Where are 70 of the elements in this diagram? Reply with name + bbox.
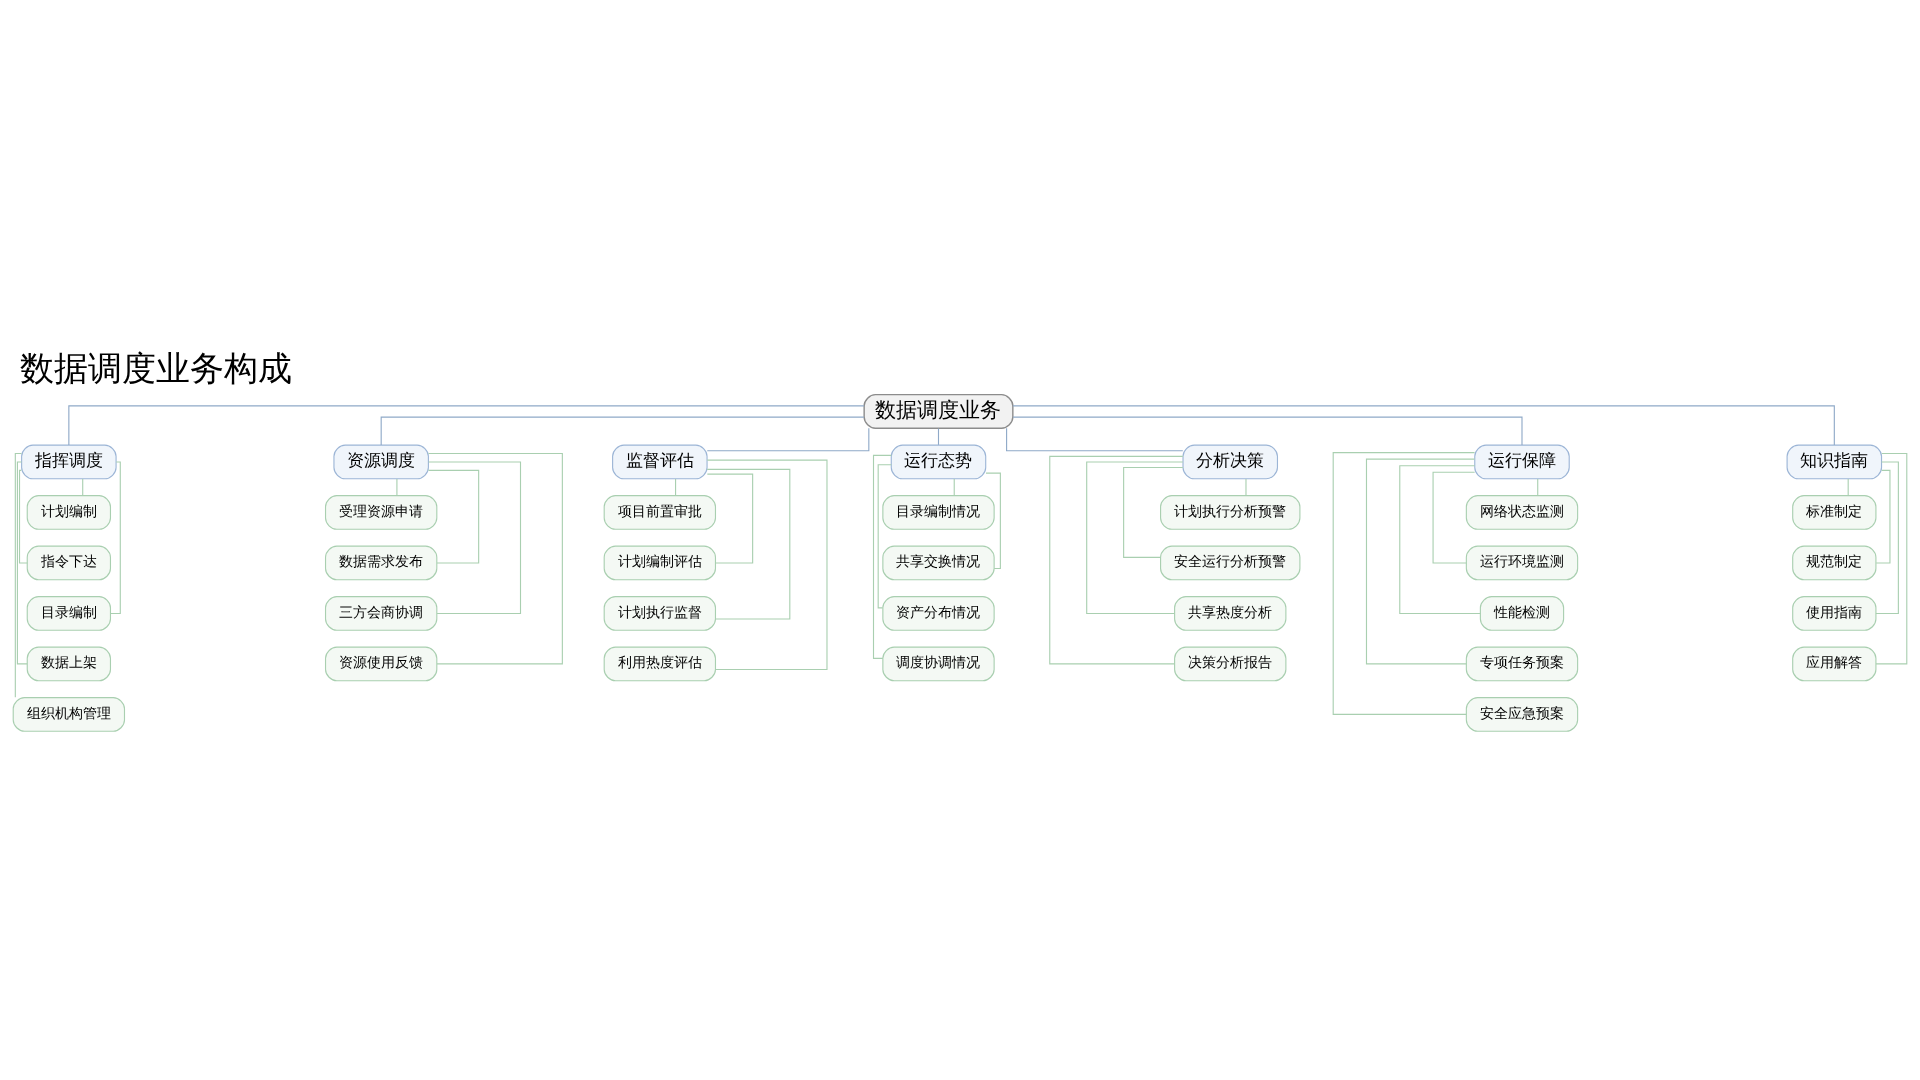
node-box: 应用解答 — [1792, 646, 1877, 681]
connector — [877, 463, 892, 608]
connector — [1875, 460, 1899, 614]
connector — [1432, 471, 1476, 563]
connector — [1875, 452, 1908, 664]
connector — [706, 473, 754, 563]
connector — [706, 468, 791, 620]
connector — [1006, 427, 1184, 451]
connector — [1012, 416, 1523, 446]
node-box: 分析决策 — [1182, 444, 1279, 479]
node-box: 运行保障 — [1474, 444, 1570, 479]
node-box: 计划执行监督 — [603, 595, 717, 631]
connector — [14, 452, 22, 698]
node-box: 三方会商协调 — [325, 595, 438, 631]
node-box: 目录编制情况 — [882, 494, 995, 530]
node-box: 监督评估 — [612, 444, 708, 479]
node-box: 运行环境监测 — [1465, 545, 1579, 580]
connector — [396, 478, 398, 496]
node-box: 标准制定 — [1792, 494, 1877, 530]
node-box: 共享交换情况 — [882, 545, 995, 580]
connector — [1049, 455, 1184, 664]
node-box: 利用热度评估 — [603, 646, 717, 681]
connector — [110, 460, 121, 614]
node-box: 目录编制 — [26, 595, 112, 631]
connector — [380, 416, 865, 446]
connector — [706, 459, 828, 670]
node-box: 计划编制 — [26, 494, 112, 530]
node-box: 使用指南 — [1792, 595, 1877, 631]
node-box: 调度协调情况 — [882, 646, 995, 681]
node-box: 资产分布情况 — [882, 595, 995, 631]
connector — [1123, 466, 1184, 558]
connector — [428, 460, 522, 614]
node-box: 指令下达 — [26, 545, 112, 580]
connector — [16, 460, 28, 664]
node-box: 数据调度业务 — [863, 393, 1014, 429]
connector — [1012, 404, 1835, 446]
connector — [872, 454, 892, 659]
connector — [1365, 458, 1476, 664]
connector — [1332, 451, 1476, 715]
node-box: 计划编制评估 — [603, 545, 717, 580]
node-box: 项目前置审批 — [603, 494, 717, 530]
node-box: 知识指南 — [1786, 444, 1883, 479]
node-box: 安全运行分析预警 — [1160, 545, 1301, 580]
connector — [1875, 469, 1891, 563]
connector — [68, 404, 865, 446]
node-box: 资源使用反馈 — [325, 646, 438, 681]
node-box: 性能检测 — [1479, 595, 1565, 631]
connector — [985, 472, 1001, 569]
diagram-title: 数据调度业务构成 — [19, 348, 292, 388]
node-box: 网络状态监测 — [1465, 494, 1579, 530]
node-box: 专项任务预案 — [1465, 646, 1579, 681]
node-box: 指挥调度 — [21, 444, 117, 479]
connector — [1086, 460, 1184, 614]
node-box: 运行态势 — [890, 444, 987, 479]
node-box: 计划执行分析预警 — [1160, 494, 1301, 530]
connector — [18, 469, 28, 563]
connector — [428, 452, 563, 664]
connector — [706, 427, 870, 451]
node-box: 决策分析报告 — [1174, 646, 1287, 681]
node-box: 共享热度分析 — [1174, 595, 1287, 631]
node-box: 规范制定 — [1792, 545, 1877, 580]
node-box: 安全应急预案 — [1465, 696, 1579, 732]
node-box: 数据上架 — [26, 646, 112, 681]
node-box: 组织机构管理 — [12, 696, 126, 732]
node-box: 数据需求发布 — [325, 545, 438, 580]
connector — [1245, 478, 1247, 496]
connector — [427, 469, 480, 563]
node-box: 资源调度 — [333, 444, 429, 479]
node-box: 受理资源申请 — [325, 494, 438, 530]
connector — [1399, 464, 1481, 614]
